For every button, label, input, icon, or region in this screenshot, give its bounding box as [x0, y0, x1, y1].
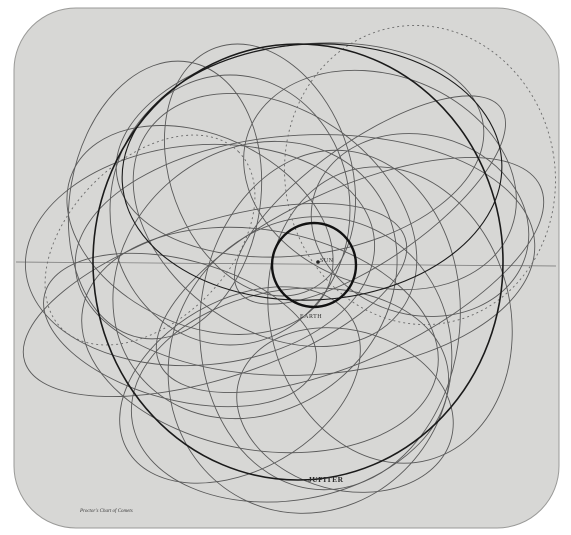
sun-label: SUN [320, 258, 334, 264]
chart-caption: Proctor's Chart of Comets [79, 509, 133, 514]
jupiter-label: JUPITER [308, 475, 344, 484]
earth-label: EARTH [300, 314, 322, 320]
